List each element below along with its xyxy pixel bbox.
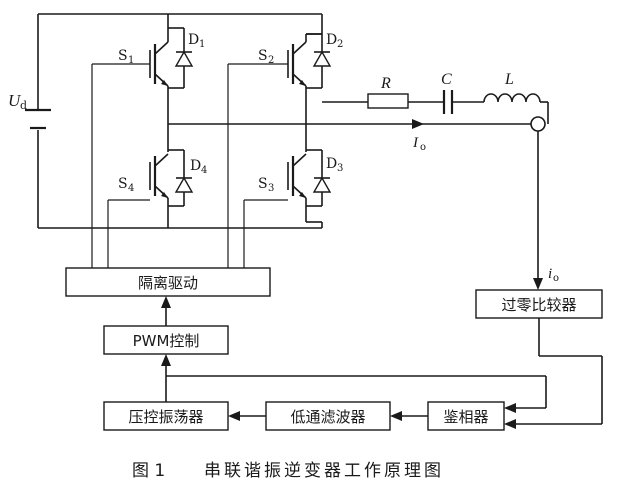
diode-d3-name: D (326, 156, 337, 172)
vco-label: 压控振荡器 (128, 408, 203, 426)
isolation-drive-block: 隔离驱动 (65, 267, 271, 297)
line-current-symbol: I (412, 135, 419, 151)
isolation-drive-label: 隔离驱动 (138, 274, 198, 292)
sensed-current-subscript: o (553, 273, 559, 284)
low-pass-filter-block: 低通滤波器 (265, 401, 391, 431)
switch-s1: S 1 (91, 41, 169, 268)
source-subscript: d (20, 99, 27, 112)
right-leg (305, 14, 323, 228)
current-sensor: I o (168, 116, 549, 153)
switch-s3-name: S (258, 176, 268, 192)
current-arrow (412, 119, 424, 129)
diode-d3: D 3 (306, 149, 343, 207)
source-symbol: U (8, 91, 22, 110)
diode-d2-name: D (326, 32, 337, 48)
zero-cross-comparator-block: 过零比较器 (475, 289, 603, 319)
vco-block: 压控振荡器 (103, 401, 229, 431)
figure-caption: 图 1 串联谐振逆变器工作原理图 (132, 461, 444, 481)
figure-number: 图 1 (132, 461, 165, 481)
line-current-subscript: o (420, 142, 426, 153)
control-signal-paths (161, 318, 603, 429)
switch-s2: S 2 (227, 41, 307, 268)
switch-s4-name: S (118, 176, 128, 192)
dc-bus (37, 13, 322, 229)
diode-d1-name: D (188, 32, 199, 48)
diode-d4-name: D (190, 158, 201, 174)
pwm-control-block: PWM控制 (103, 296, 229, 355)
sense-line: i o (533, 131, 559, 290)
switch-s4: S 4 (107, 153, 169, 268)
diode-d1-index: 1 (199, 39, 205, 50)
diode-d4-index: 4 (201, 165, 207, 176)
switch-s3-index: 3 (268, 183, 274, 194)
switch-s2-name: S (258, 48, 268, 64)
pwm-control-label: PWM控制 (133, 332, 200, 350)
inductor-l (483, 93, 541, 103)
diode-d1: D 1 (168, 27, 205, 89)
resistor-r (367, 93, 409, 109)
resistor-label: R (380, 75, 391, 92)
switch-s2-index: 2 (268, 55, 274, 66)
switch-s1-name: S (118, 48, 128, 64)
switch-s3: S 3 (243, 153, 307, 268)
diode-d2-index: 2 (337, 39, 343, 50)
capacitor-label: C (441, 71, 452, 88)
phase-detector-block: 鉴相器 (427, 401, 505, 431)
figure-title: 串联谐振逆变器工作原理图 (204, 461, 444, 481)
diode-d2: D 2 (306, 32, 343, 89)
sensed-current-symbol: i (548, 266, 552, 282)
diode-d3-index: 3 (337, 163, 343, 174)
phase-detector-label: 鉴相器 (443, 408, 488, 426)
series-rlc-load: R C L (322, 71, 549, 118)
low-pass-filter-label: 低通滤波器 (290, 408, 365, 426)
dc-source: U d (8, 91, 51, 130)
switch-s1-index: 1 (128, 55, 134, 66)
capacitor-c (442, 90, 454, 114)
diode-d4: D 4 (168, 149, 207, 207)
inductor-label: L (504, 71, 514, 88)
switch-s4-index: 4 (128, 183, 134, 194)
zero-cross-comparator-label: 过零比较器 (501, 296, 576, 314)
